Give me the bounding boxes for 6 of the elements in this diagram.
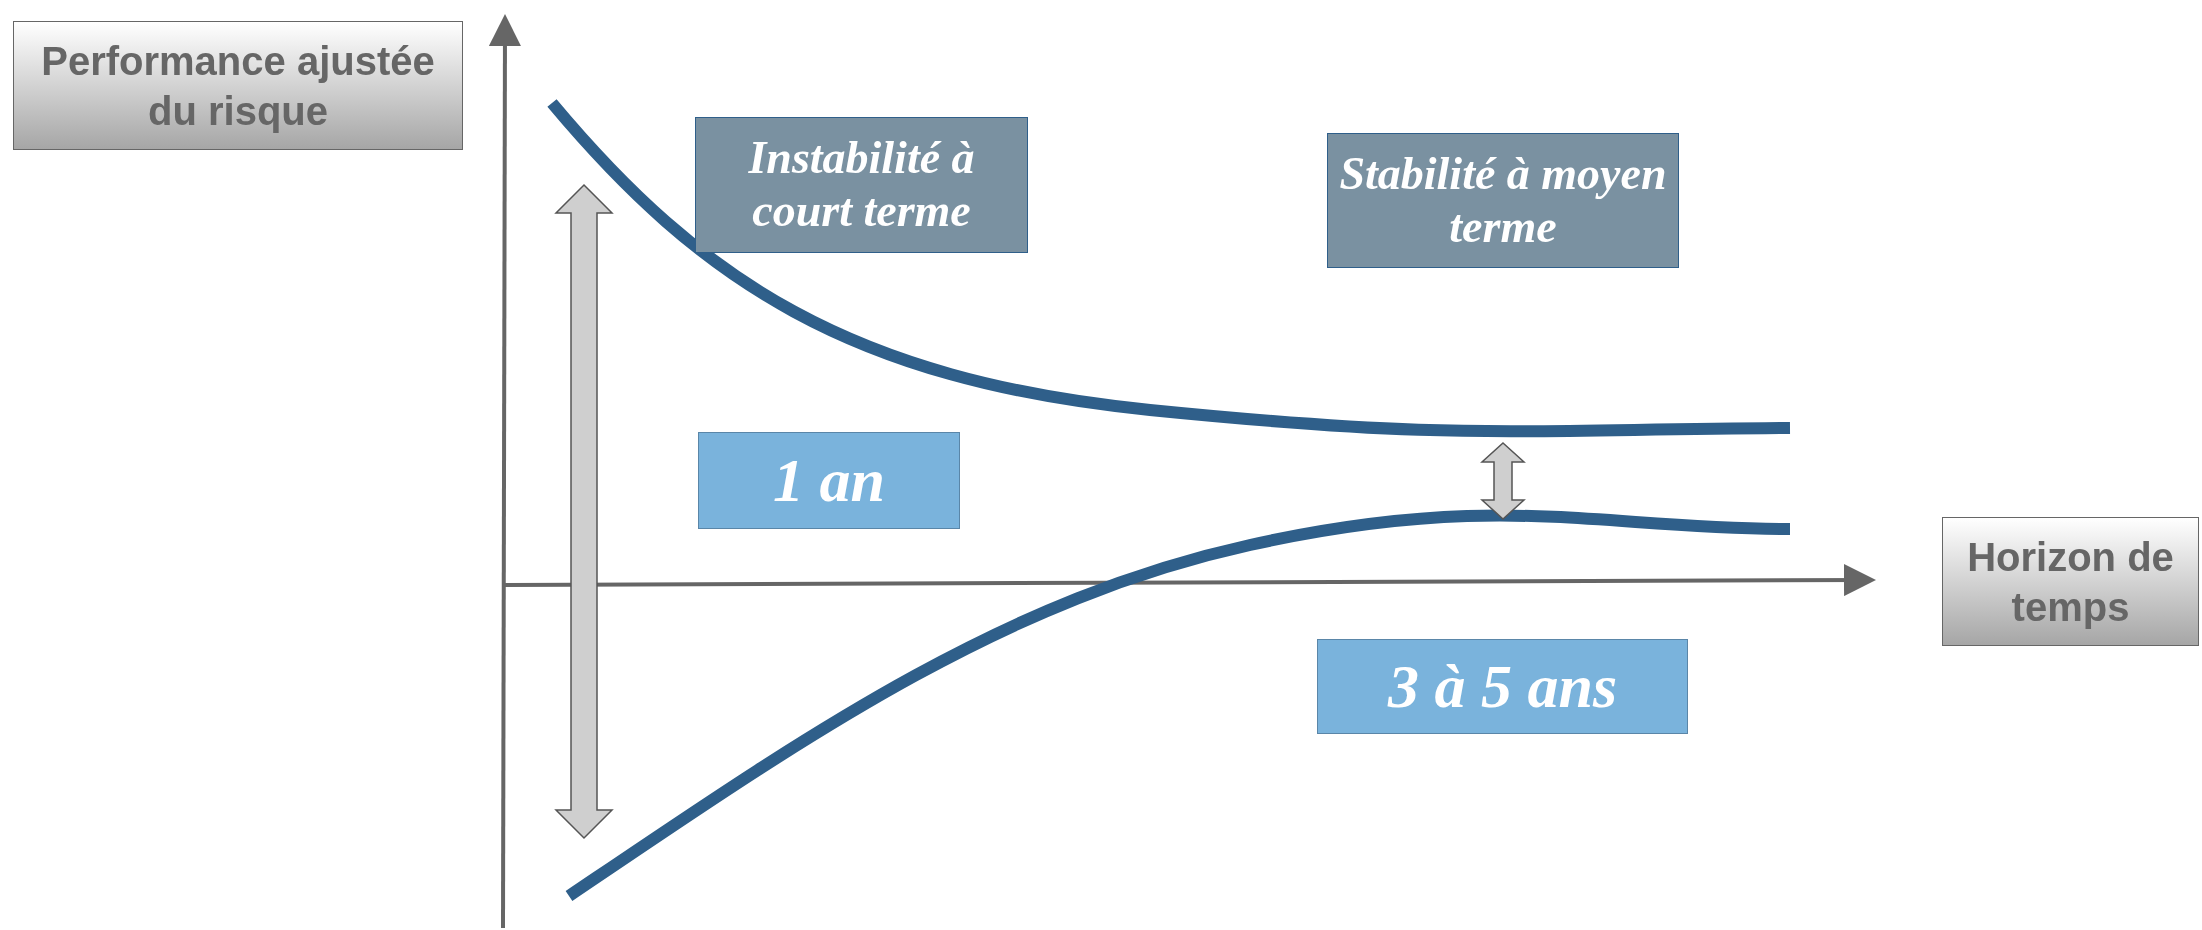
axis-label-box: Performance ajustée du risque: [13, 21, 463, 150]
horizon-label-box: 1 an: [698, 432, 960, 529]
axis-label-box: Horizon de temps: [1942, 517, 2199, 646]
phase-label-box: Instabilité à court terme: [695, 117, 1028, 253]
horizon-label-box: 3 à 5 ans: [1317, 639, 1688, 734]
phase-label-box: Stabilité à moyen terme: [1327, 133, 1679, 268]
